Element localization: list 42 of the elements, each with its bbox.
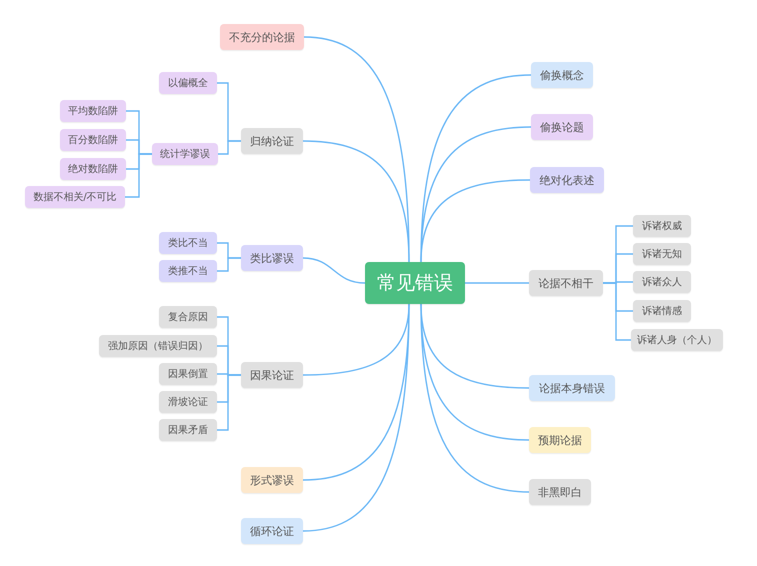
- connector-line: [217, 257, 241, 272]
- topic-box: 因果矛盾: [159, 419, 217, 441]
- topic-box: 滑坡论证: [159, 391, 217, 413]
- topic-box: 循环论证: [241, 518, 303, 544]
- topic-box: 诉诸众人: [633, 271, 691, 293]
- topic-box: 以偏概全: [159, 72, 217, 94]
- connector-line: [302, 304, 410, 376]
- topic-box: 因果倒置: [159, 363, 217, 385]
- connector-line: [302, 304, 410, 532]
- topic-box: 绝对化表述: [530, 167, 604, 193]
- connector-line: [420, 304, 530, 493]
- topic-box: 类比谬误: [241, 245, 303, 271]
- topic-box: 平均数陷阱: [60, 100, 126, 122]
- topic-box: 因果论证: [241, 362, 303, 388]
- topic-box: 论据本身错误: [529, 375, 615, 401]
- connector-line: [420, 179, 530, 262]
- topic-box: 诉诸无知: [633, 243, 691, 265]
- topic-box: 论据不相干: [529, 270, 603, 296]
- topic-box: 百分数陷阱: [60, 129, 126, 151]
- topic-box: 绝对数陷阱: [60, 158, 126, 180]
- topic-box: 偷换概念: [531, 62, 593, 88]
- connector-line: [218, 140, 241, 155]
- topic-box: 形式谬误: [241, 467, 303, 493]
- topic-box: 诉诸人身（个人）: [631, 329, 723, 351]
- connector-line: [125, 153, 152, 198]
- topic-box: 复合原因: [159, 306, 217, 328]
- topic-box: 诉诸权威: [633, 215, 691, 237]
- topic-box: 强加原因（错误归因）: [99, 335, 217, 357]
- topic-box: 归纳论证: [241, 128, 303, 154]
- topic-box: 预期论据: [529, 427, 591, 453]
- topic-box: 类推不当: [159, 260, 217, 282]
- topic-box: 不充分的论据: [220, 24, 304, 50]
- central-topic: 常见错误: [365, 262, 465, 304]
- topic-box: 统计学谬误: [152, 143, 218, 165]
- topic-box: 非黑即白: [529, 479, 591, 505]
- connector-line: [465, 282, 529, 284]
- topic-box: 偷换论题: [531, 114, 593, 140]
- topic-box: 数据不相关/不可比: [25, 186, 125, 208]
- connector-line: [302, 140, 410, 262]
- connector-line: [302, 257, 366, 284]
- topic-box: 诉诸情感: [633, 300, 691, 322]
- topic-box: 类比不当: [159, 232, 217, 254]
